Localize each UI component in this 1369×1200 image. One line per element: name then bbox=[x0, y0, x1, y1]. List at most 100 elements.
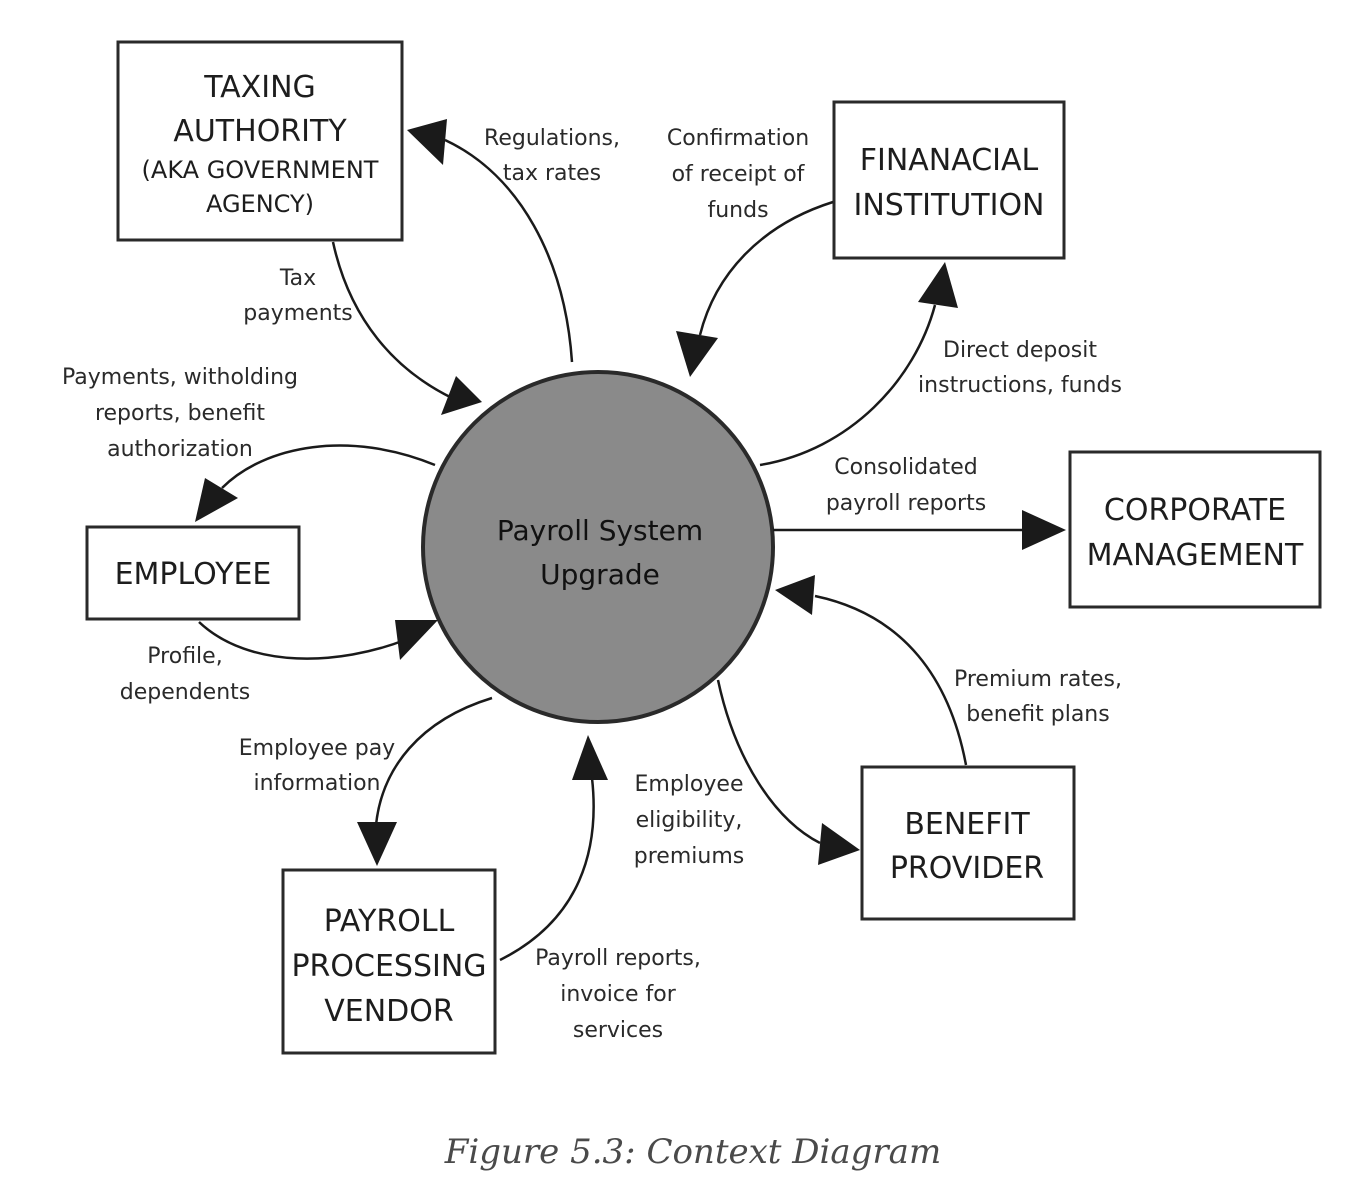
central-process-label-line-1: Payroll System bbox=[497, 514, 703, 547]
label-employee-eligibility: Employee eligibility, premiums bbox=[634, 772, 744, 869]
entity-financial-institution-box bbox=[832, 100, 1066, 260]
label-payments-withholding: Payments, witholding reports, benefit au… bbox=[62, 365, 298, 462]
label-profile-line-1: Profile, bbox=[147, 644, 222, 669]
flow-employee-pay-info-arrowhead bbox=[357, 822, 397, 866]
label-regulations-line-1: Regulations, bbox=[484, 126, 620, 151]
flow-premium-rates-line bbox=[814, 594, 968, 766]
label-consolidated-reports-line-2: payroll reports bbox=[826, 491, 986, 516]
flow-employee-eligibility-line bbox=[716, 679, 821, 845]
flow-premium-rates bbox=[775, 575, 968, 766]
label-confirmation-line-2: of receipt of bbox=[672, 162, 806, 187]
label-premium-rates: Premium rates, benefit plans bbox=[954, 667, 1122, 727]
flow-tax-payments-arrowhead bbox=[441, 376, 482, 415]
flow-direct-deposit-arrowhead bbox=[918, 262, 958, 308]
flow-payments-withholding bbox=[195, 444, 436, 522]
label-payments-withholding-line-1: Payments, witholding bbox=[62, 365, 298, 390]
flow-regulations bbox=[407, 119, 574, 363]
label-confirmation: Confirmation of receipt of funds bbox=[667, 126, 809, 223]
label-payroll-reports-invoice-line-2: invoice for bbox=[560, 982, 676, 1007]
flow-confirmation-arrowhead bbox=[676, 331, 718, 377]
flow-profile-line bbox=[198, 621, 406, 660]
label-confirmation-line-3: funds bbox=[707, 198, 768, 223]
entity-taxing-authority-line-4: AGENCY) bbox=[206, 190, 314, 218]
label-direct-deposit: Direct deposit instructions, funds bbox=[918, 338, 1122, 398]
entity-employee: EMPLOYEE bbox=[85, 525, 301, 621]
flow-employee-pay-info-line bbox=[374, 696, 493, 826]
flow-confirmation-line bbox=[698, 200, 834, 336]
label-premium-rates-line-1: Premium rates, bbox=[954, 667, 1122, 692]
flow-payroll-reports-invoice-line bbox=[499, 777, 595, 962]
central-process-circle bbox=[421, 370, 775, 724]
flow-direct-deposit-line bbox=[759, 304, 937, 467]
label-employee-eligibility-line-1: Employee bbox=[635, 772, 744, 797]
flow-payments-withholding-arrowhead bbox=[195, 478, 238, 522]
label-profile-line-2: dependents bbox=[120, 680, 250, 705]
flow-tax-payments-line bbox=[331, 241, 453, 400]
central-process-label-line-2: Upgrade bbox=[540, 558, 660, 591]
flow-consolidated-reports bbox=[773, 510, 1066, 550]
flow-regulations-arrowhead bbox=[407, 119, 447, 165]
label-direct-deposit-line-1: Direct deposit bbox=[943, 338, 1097, 363]
label-payroll-reports-invoice: Payroll reports, invoice for services bbox=[535, 946, 701, 1043]
flow-profile bbox=[198, 620, 438, 660]
entity-payroll-processing-vendor-line-2: PROCESSING bbox=[291, 949, 486, 984]
entity-corporate-management: CORPORATE MANAGEMENT bbox=[1068, 450, 1322, 609]
entity-corporate-management-line-2: MANAGEMENT bbox=[1087, 538, 1304, 573]
figure-caption: Figure 5.3: Context Diagram bbox=[444, 1132, 941, 1172]
entity-benefit-provider-line-1: BENEFIT bbox=[904, 807, 1030, 842]
label-employee-pay-info: Employee pay information bbox=[239, 736, 395, 796]
entity-corporate-management-line-1: CORPORATE bbox=[1104, 493, 1286, 528]
label-payroll-reports-invoice-line-3: services bbox=[573, 1018, 663, 1043]
flow-direct-deposit bbox=[759, 262, 958, 467]
entity-taxing-authority-line-3: (AKA GOVERNMENT bbox=[142, 156, 379, 184]
label-payments-withholding-line-2: reports, benefit bbox=[95, 401, 265, 426]
label-employee-eligibility-line-2: eligibility, bbox=[636, 808, 743, 833]
flow-payroll-reports-invoice bbox=[499, 735, 608, 962]
label-confirmation-line-1: Confirmation bbox=[667, 126, 809, 151]
label-premium-rates-line-2: benefit plans bbox=[966, 702, 1109, 727]
entity-financial-institution: FINANACIAL INSTITUTION bbox=[832, 100, 1066, 260]
entity-corporate-management-box bbox=[1068, 450, 1322, 609]
label-employee-pay-info-line-1: Employee pay bbox=[239, 736, 395, 761]
central-process: Payroll System Upgrade bbox=[421, 370, 775, 724]
label-consolidated-reports-line-1: Consolidated bbox=[834, 455, 977, 480]
label-direct-deposit-line-2: instructions, funds bbox=[918, 373, 1122, 398]
entity-taxing-authority: TAXING AUTHORITY (AKA GOVERNMENT AGENCY) bbox=[116, 40, 404, 242]
entity-taxing-authority-line-1: TAXING bbox=[203, 70, 316, 105]
entity-taxing-authority-box bbox=[116, 40, 404, 242]
flow-regulations-line bbox=[444, 138, 574, 363]
label-tax-payments: Tax payments bbox=[243, 266, 352, 326]
flow-consolidated-reports-arrowhead bbox=[1022, 510, 1066, 550]
flow-employee-eligibility bbox=[716, 679, 860, 865]
label-employee-pay-info-line-2: information bbox=[254, 771, 381, 796]
label-tax-payments-line-1: Tax bbox=[279, 266, 316, 291]
flow-payroll-reports-invoice-arrowhead bbox=[572, 735, 608, 780]
entity-financial-institution-line-2: INSTITUTION bbox=[853, 188, 1044, 223]
flow-confirmation bbox=[676, 200, 834, 377]
label-regulations-line-2: tax rates bbox=[503, 161, 601, 186]
entity-financial-institution-line-1: FINANACIAL bbox=[860, 143, 1039, 178]
entity-benefit-provider-line-2: PROVIDER bbox=[890, 851, 1044, 886]
flow-premium-rates-arrowhead bbox=[775, 575, 815, 615]
label-tax-payments-line-2: payments bbox=[243, 301, 352, 326]
entity-payroll-processing-vendor-box bbox=[281, 868, 497, 1055]
label-consolidated-reports: Consolidated payroll reports bbox=[826, 455, 986, 516]
entity-payroll-processing-vendor-line-3: VENDOR bbox=[324, 994, 453, 1029]
flow-payments-withholding-line bbox=[221, 444, 436, 489]
entity-employee-box bbox=[85, 525, 301, 621]
entity-employee-line-1: EMPLOYEE bbox=[115, 557, 272, 592]
flow-profile-arrowhead bbox=[395, 620, 438, 660]
label-employee-eligibility-line-3: premiums bbox=[634, 844, 744, 869]
label-profile: Profile, dependents bbox=[120, 644, 250, 705]
label-regulations: Regulations, tax rates bbox=[484, 126, 620, 186]
label-payments-withholding-line-3: authorization bbox=[107, 437, 253, 462]
entity-benefit-provider: BENEFIT PROVIDER bbox=[860, 765, 1076, 921]
entity-taxing-authority-line-2: AUTHORITY bbox=[173, 114, 347, 149]
entity-payroll-processing-vendor: PAYROLL PROCESSING VENDOR bbox=[281, 868, 497, 1055]
flow-employee-eligibility-arrowhead bbox=[818, 823, 860, 865]
flow-tax-payments bbox=[331, 241, 482, 415]
label-payroll-reports-invoice-line-1: Payroll reports, bbox=[535, 946, 701, 971]
entity-benefit-provider-box bbox=[860, 765, 1076, 921]
entity-payroll-processing-vendor-line-1: PAYROLL bbox=[324, 904, 455, 939]
